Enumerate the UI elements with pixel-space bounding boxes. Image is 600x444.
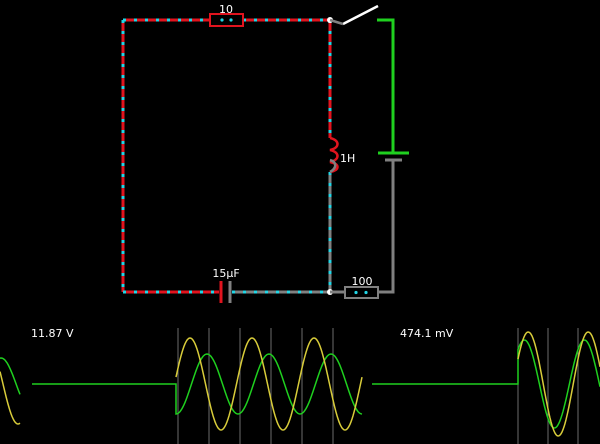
wire-switch-left[interactable]	[329, 18, 344, 26]
resistor-bottom-label: 100	[352, 275, 373, 288]
scope-1-prev-voltage-trace	[0, 357, 21, 395]
scope-1-voltage-trace	[32, 353, 363, 415]
wire-supply-return[interactable]	[379, 160, 395, 294]
resistor-top[interactable]	[209, 13, 244, 27]
inductor[interactable]	[329, 136, 339, 174]
wire-supply[interactable]	[377, 18, 395, 153]
scope-panel-2[interactable]: 474.1 mV	[372, 327, 600, 444]
scope-1-current-trace	[175, 337, 363, 431]
capacitor[interactable]	[219, 281, 232, 303]
resistor-bottom[interactable]	[344, 286, 379, 299]
inductor-label: 1H	[340, 152, 355, 165]
switch-blade[interactable]	[342, 4, 379, 26]
scope-1-grid	[177, 328, 334, 444]
scope-1-reading: 11.87 V	[31, 327, 74, 340]
scope-2-voltage-trace	[372, 339, 600, 429]
scope-2-current-trace	[517, 331, 600, 437]
scope-2-grid	[517, 328, 579, 444]
battery[interactable]	[378, 151, 409, 162]
capacitor-label: 15µF	[212, 267, 239, 280]
scope-1-prev-current-trace	[0, 371, 21, 425]
scope-panel-1[interactable]: 11.87 V	[0, 327, 363, 444]
resistor-top-label: 10	[219, 3, 233, 16]
scope-2-reading: 474.1 mV	[400, 327, 454, 340]
